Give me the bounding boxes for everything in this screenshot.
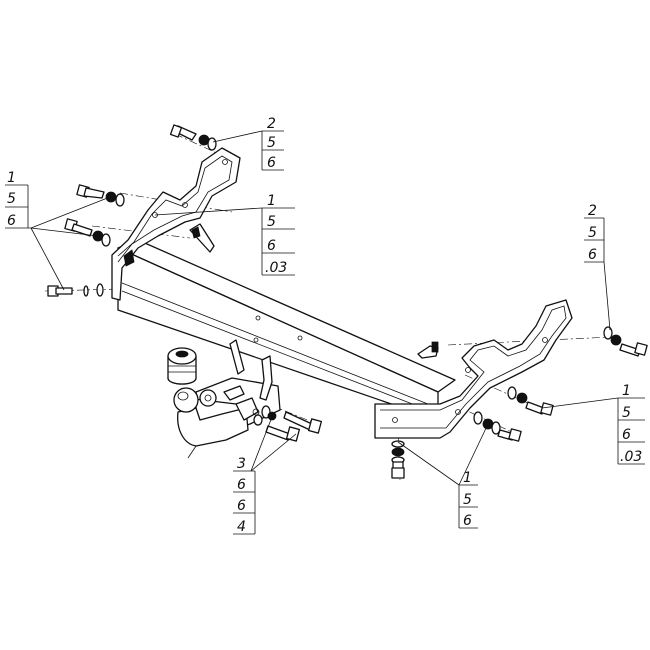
callout-label: 6 bbox=[622, 427, 631, 443]
top-bolt-group bbox=[169, 124, 217, 151]
callout-bottom-right-bolts: 1 5 6 bbox=[458, 470, 478, 529]
ball-cap bbox=[167, 347, 197, 385]
callout-left-bracket: 1 5 6 .03 bbox=[261, 193, 295, 276]
callout-label: 6 bbox=[588, 247, 597, 263]
callout-top-bolt: 2 5 6 bbox=[261, 116, 284, 171]
bottom-vertical-bolt-stack bbox=[391, 440, 405, 479]
callout-right-top-bolt: 2 5 6 bbox=[584, 203, 605, 263]
callout-label: 5 bbox=[267, 135, 276, 151]
callout-label: 5 bbox=[267, 214, 276, 230]
callout-label: 1 bbox=[463, 470, 472, 486]
callout-label: 6 bbox=[237, 477, 246, 493]
callout-label: 5 bbox=[622, 405, 631, 421]
left-upper-bolt-group bbox=[76, 184, 125, 207]
right-bracket bbox=[374, 299, 573, 439]
callout-label: 1 bbox=[622, 383, 631, 399]
callout-label: 3 bbox=[237, 456, 246, 472]
callout-right-bracket: 1 5 6 .03 bbox=[617, 383, 645, 465]
left-bracket bbox=[111, 147, 241, 301]
right-clip bbox=[417, 341, 439, 359]
callout-label: 1 bbox=[7, 170, 16, 186]
callout-label: 5 bbox=[588, 225, 597, 241]
right-top-bolt-group bbox=[603, 326, 648, 357]
callout-label: 6 bbox=[7, 213, 16, 229]
callout-ball-mount-bolts: 3 6 6 4 bbox=[233, 456, 256, 535]
callout-label: 6 bbox=[463, 513, 472, 529]
callout-label: 6 bbox=[237, 498, 246, 514]
callout-label: 1 bbox=[267, 193, 276, 209]
callout-label: .03 bbox=[620, 449, 642, 465]
callout-label: 6 bbox=[267, 238, 276, 254]
right-middle-bolt-group bbox=[507, 386, 554, 416]
right-lower-bolt-group bbox=[473, 411, 522, 442]
ball-mount-bolt-group bbox=[253, 405, 323, 442]
callout-label: 2 bbox=[588, 203, 597, 219]
left-clip bbox=[189, 223, 215, 253]
callout-label: .03 bbox=[265, 260, 287, 276]
callout-label: 6 bbox=[267, 155, 276, 171]
callout-label: 5 bbox=[463, 492, 472, 508]
callout-label: 2 bbox=[267, 116, 276, 132]
callout-label: 5 bbox=[7, 191, 16, 207]
left-middle-bolt-group bbox=[64, 218, 111, 247]
leader-lines bbox=[30, 130, 619, 486]
left-lower-bolt-group bbox=[47, 283, 104, 297]
callout-label: 4 bbox=[237, 519, 246, 535]
callout-left-bolts: 1 5 6 bbox=[5, 170, 31, 229]
